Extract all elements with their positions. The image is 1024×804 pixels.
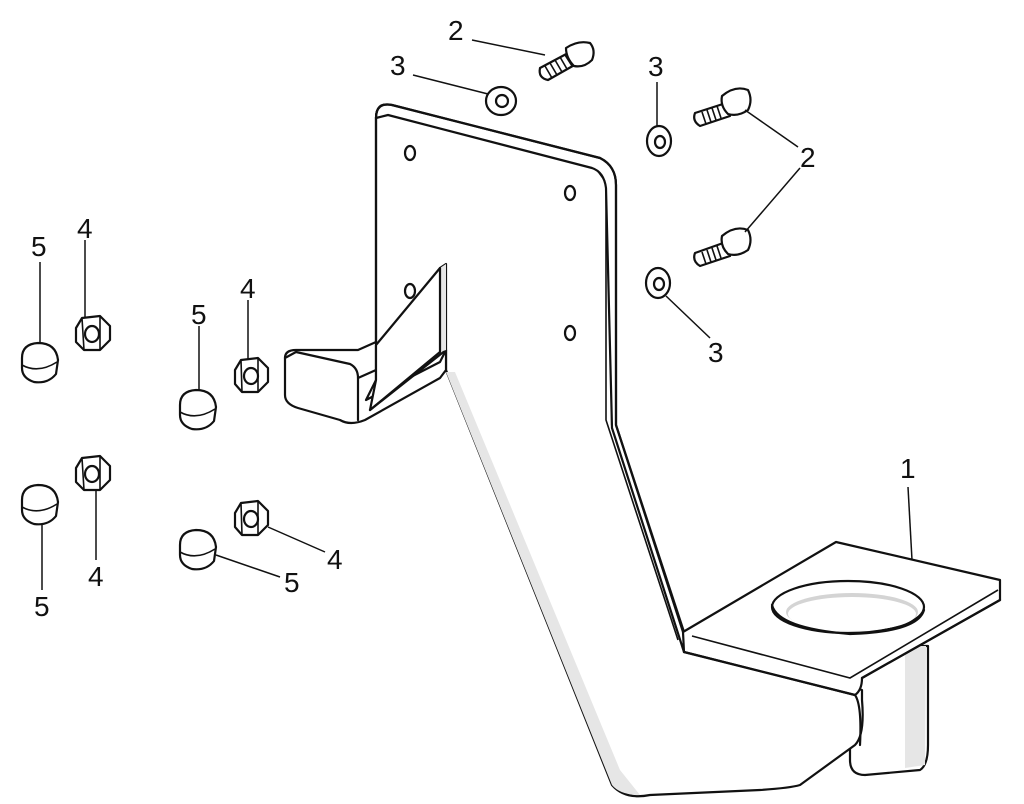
- callout-cap-mid-top: 5: [191, 299, 207, 330]
- cap-far-left-top: [20, 341, 60, 384]
- bolt-top: [538, 41, 595, 82]
- callout-washer-right: 3: [708, 337, 724, 368]
- washer-right: [644, 266, 672, 300]
- callout-nut-mid-top: 4: [240, 273, 256, 304]
- nut-mid-bottom: [233, 499, 270, 537]
- callout-cap-mid-bottom: 5: [284, 567, 300, 598]
- callout-cap-far-left-top: 5: [31, 231, 47, 262]
- bolt-right-upper: [693, 87, 752, 128]
- nut-mid-top: [233, 356, 270, 394]
- callout-nut-far-left-top: 4: [77, 213, 93, 244]
- washer-top-left: [484, 85, 518, 117]
- cap-mid-bottom: [178, 528, 218, 571]
- bolt-right-lower: [693, 227, 752, 268]
- callout-nut-mid-bottom: 4: [327, 544, 343, 575]
- callout-bolt-top: 2: [448, 15, 464, 46]
- nut-far-left-top: [74, 314, 112, 352]
- cap-far-left-bottom: [20, 483, 60, 526]
- leader-lines: [39, 39, 913, 590]
- washer-top-right: [645, 124, 673, 158]
- callout-washer-top-right: 3: [648, 51, 664, 82]
- cap-mid-top: [178, 388, 218, 431]
- callout-bolts-right: 2: [800, 142, 816, 173]
- callout-nut-far-left-bottom: 4: [88, 561, 104, 592]
- bracket-part: [283, 103, 1002, 798]
- nut-far-left-bottom: [74, 454, 112, 492]
- callout-bracket: 1: [900, 453, 916, 484]
- callout-cap-far-left-bottom: 5: [34, 591, 50, 622]
- callout-washer-top-left: 3: [390, 50, 406, 81]
